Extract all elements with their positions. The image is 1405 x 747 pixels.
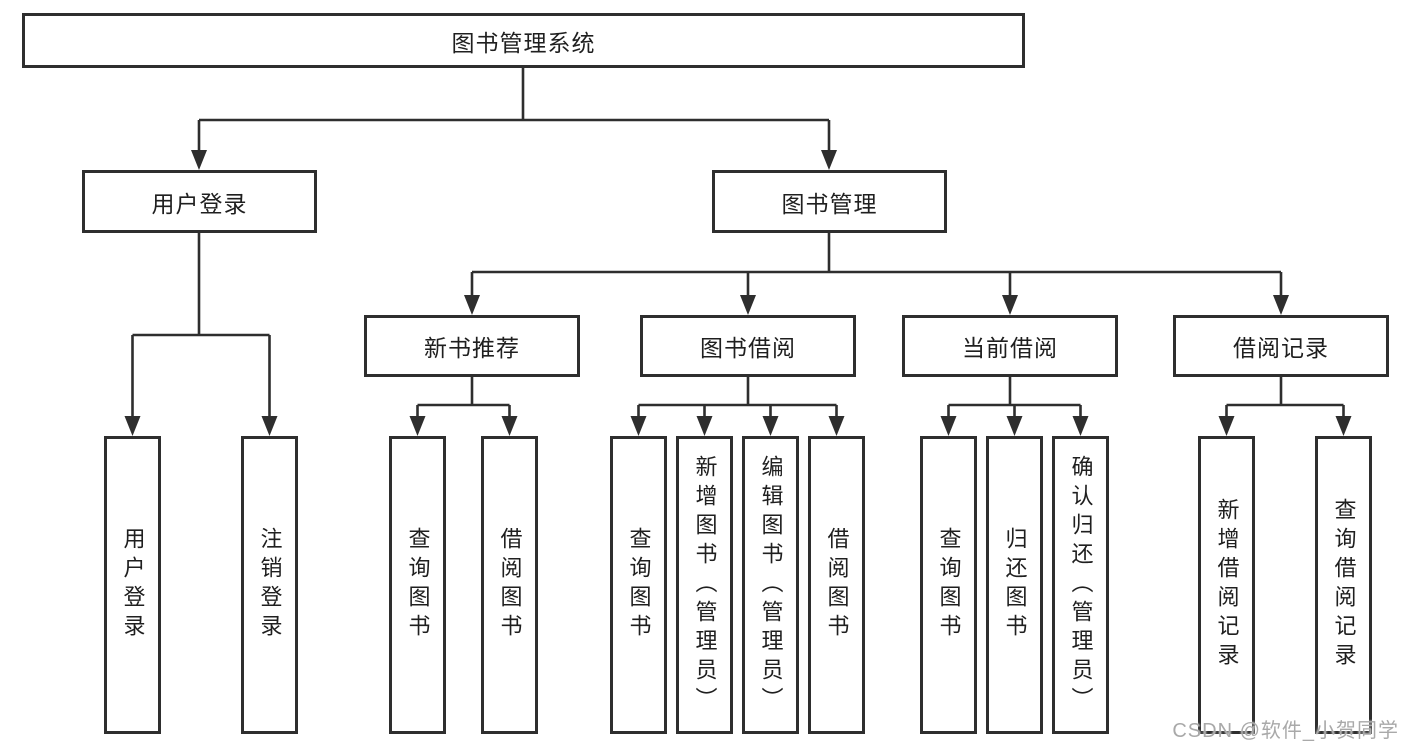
node-new-book-recommend: 新书推荐 (364, 315, 580, 377)
leaf-edit-books-admin: 编辑图书（管理员） (742, 436, 799, 734)
leaf-query-borrow-record: 查询借阅记录 (1315, 436, 1372, 734)
arrow-down-icon (762, 416, 779, 436)
leaf-add-borrow-record: 新增借阅记录 (1198, 436, 1255, 734)
arrow-down-icon (1273, 295, 1289, 315)
leaf-return-books: 归还图书 (986, 436, 1043, 734)
leaf-label: 查询图书 (936, 527, 962, 643)
arrow-down-icon (1072, 416, 1089, 436)
node-user-login: 用户登录 (82, 170, 317, 233)
arrow-down-icon (1335, 416, 1352, 436)
leaf-borrow-books: 借阅图书 (808, 436, 865, 734)
leaf-query-books-recommend: 查询图书 (389, 436, 446, 734)
arrow-down-icon (124, 416, 141, 436)
leaf-add-books-admin: 新增图书（管理员） (676, 436, 733, 734)
leaf-label: 用户登录 (120, 527, 146, 643)
connector-current-split (947, 377, 1082, 418)
leaf-user-login: 用户登录 (104, 436, 161, 734)
arrow-down-icon (821, 150, 837, 170)
leaf-label: 查询图书 (626, 527, 652, 643)
connector-root-split (197, 68, 831, 152)
node-borrow-records: 借阅记录 (1173, 315, 1389, 377)
arrow-down-icon (1218, 416, 1235, 436)
arrow-down-icon (630, 416, 647, 436)
leaf-label: 查询借阅记录 (1331, 498, 1357, 672)
arrow-down-icon (464, 295, 480, 315)
leaf-label: 归还图书 (1002, 527, 1028, 643)
arrow-down-icon (409, 416, 426, 436)
node-system-root: 图书管理系统 (22, 13, 1025, 68)
arrow-down-icon (191, 150, 207, 170)
leaf-confirm-return-admin: 确认归还（管理员） (1052, 436, 1109, 734)
node-book-borrow: 图书借阅 (640, 315, 856, 377)
leaf-label: 注销登录 (257, 527, 283, 643)
arrow-down-icon (940, 416, 957, 436)
arrow-down-icon (1006, 416, 1023, 436)
leaf-query-books-borrow: 查询图书 (610, 436, 667, 734)
arrow-down-icon (696, 416, 713, 436)
connector-book-split (470, 233, 1283, 297)
leaf-label: 新增图书（管理员） (692, 454, 718, 716)
node-current-borrow: 当前借阅 (902, 315, 1118, 377)
arrow-down-icon (1002, 295, 1018, 315)
connector-borrow-split (637, 377, 838, 418)
leaf-label: 确认归还（管理员） (1068, 454, 1094, 716)
arrow-down-icon (261, 416, 278, 436)
connector-recommend-split (416, 377, 511, 418)
leaf-borrow-books-recommend: 借阅图书 (481, 436, 538, 734)
node-book-management: 图书管理 (712, 170, 947, 233)
leaf-query-books-current: 查询图书 (920, 436, 977, 734)
arrow-down-icon (501, 416, 518, 436)
connector-records-split (1225, 377, 1345, 418)
leaf-label: 查询图书 (405, 527, 431, 643)
connector-user-split (131, 233, 271, 418)
arrow-down-icon (828, 416, 845, 436)
leaf-label: 编辑图书（管理员） (758, 454, 784, 716)
arrow-down-icon (740, 295, 756, 315)
leaf-label: 新增借阅记录 (1214, 498, 1240, 672)
csdn-watermark: CSDN @软件_小贺同学 (1172, 720, 1399, 742)
leaf-logout: 注销登录 (241, 436, 298, 734)
leaf-label: 借阅图书 (497, 527, 523, 643)
leaf-label: 借阅图书 (824, 527, 850, 643)
